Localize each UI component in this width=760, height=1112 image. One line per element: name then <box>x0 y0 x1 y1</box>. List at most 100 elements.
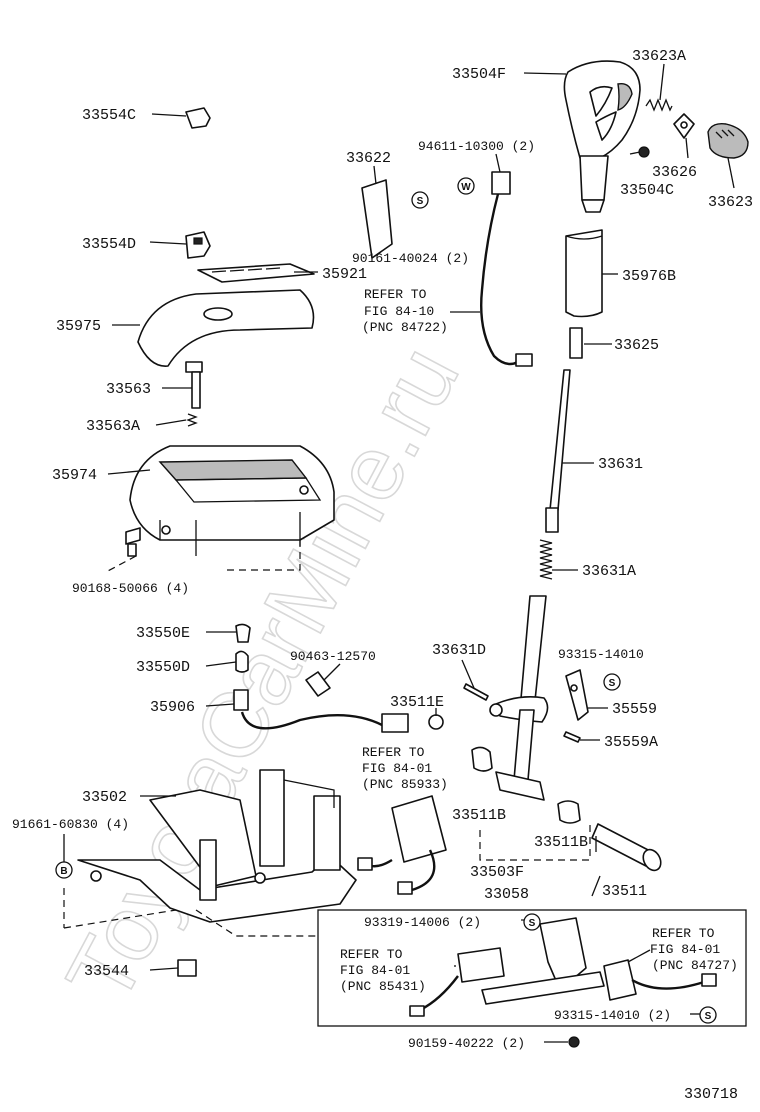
cover-33622 <box>361 179 393 259</box>
label-90168: 90168-50066 (4) <box>72 581 189 596</box>
slider-33563 <box>185 361 203 409</box>
bracket-33058 <box>481 917 605 1005</box>
svg-text:S: S <box>417 196 424 207</box>
refer-84727-line3: (PNC 84727) <box>652 958 738 973</box>
rod-33631 <box>545 369 571 533</box>
label-35906: 35906 <box>150 699 195 716</box>
bushing-33625 <box>569 327 583 359</box>
label-90161: 90161-40024 (2) <box>352 251 469 266</box>
symbol-b-91661: B <box>55 861 73 879</box>
nut-33511E <box>428 714 444 730</box>
label-33563: 33563 <box>106 381 151 398</box>
refer-84722-line3: (PNC 84722) <box>362 320 448 335</box>
socket-wire-35906 <box>233 689 409 733</box>
label-33511B-left: 33511B <box>452 807 506 824</box>
cover-35975 <box>137 289 315 367</box>
clamp-90463 <box>305 671 331 697</box>
leader-lines <box>63 63 735 1043</box>
base-bracket-33502 <box>77 769 357 923</box>
label-33623A: 33623A <box>632 48 686 65</box>
plate-35559 <box>565 669 589 721</box>
label-91661: 91661-60830 (4) <box>12 817 129 832</box>
svg-text:S: S <box>609 678 616 689</box>
refer-85431-line3: (PNC 85431) <box>340 979 426 994</box>
label-33058: 33058 <box>484 886 529 903</box>
indicator-plate-35921 <box>197 263 315 283</box>
pin-33631D <box>463 683 489 701</box>
button-33623 <box>707 122 749 159</box>
label-33502: 33502 <box>82 789 127 806</box>
symbol-s-93315a: S <box>603 673 621 691</box>
module-85933 <box>357 795 447 895</box>
bushing-33511B-right <box>557 800 581 824</box>
symbol-s-93315b: S <box>699 1006 717 1024</box>
part-labels: 33504F 33623A 33554C 33622 94611-10300 (… <box>12 48 753 1103</box>
label-33625: 33625 <box>614 337 659 354</box>
label-94611: 94611-10300 (2) <box>418 139 535 154</box>
clip-33554D <box>185 231 211 259</box>
label-33563A: 33563A <box>86 418 140 435</box>
label-33504F: 33504F <box>452 66 506 83</box>
symbol-s-93319: S <box>523 913 541 931</box>
svg-text:W: W <box>461 182 471 193</box>
bulb-33550D <box>235 650 249 673</box>
label-90463: 90463-12570 <box>290 649 376 664</box>
refer-84722-line1: REFER TO <box>364 287 427 302</box>
pin-35559A <box>563 731 581 743</box>
label-33631D: 33631D <box>432 642 486 659</box>
label-33511B-right: 33511B <box>534 834 588 851</box>
refer-85933-line2: FIG 84-01 <box>362 761 432 776</box>
label-33503F: 33503F <box>470 864 524 881</box>
spring-33623A <box>645 98 673 112</box>
label-33623: 33623 <box>708 194 753 211</box>
symbol-s-90161: S <box>411 191 429 209</box>
label-33631: 33631 <box>598 456 643 473</box>
bushing-33511B-left <box>471 746 493 772</box>
shift-lever-33503F <box>489 595 549 801</box>
label-33626: 33626 <box>652 164 697 181</box>
label-93315-14010: 93315-14010 <box>558 647 644 662</box>
label-93315-14010-2: 93315-14010 (2) <box>554 1008 671 1023</box>
spring-33631A <box>539 539 553 580</box>
symbol-w-94611: W <box>457 177 475 195</box>
label-33550E: 33550E <box>136 625 190 642</box>
label-33622: 33622 <box>346 150 391 167</box>
screw-90159 <box>568 1036 580 1048</box>
label-93319: 93319-14006 (2) <box>364 915 481 930</box>
shift-knob <box>563 60 641 213</box>
position-indicator-housing-35974 <box>129 445 335 556</box>
label-33544: 33544 <box>84 963 129 980</box>
label-33554D: 33554D <box>82 236 136 253</box>
refer-85933-line3: (PNC 85933) <box>362 777 448 792</box>
label-35976B: 35976B <box>622 268 676 285</box>
label-33631A: 33631A <box>582 563 636 580</box>
label-33550D: 33550D <box>136 659 190 676</box>
label-35975: 35975 <box>56 318 101 335</box>
sub-assembly-box <box>317 909 747 1027</box>
label-35921: 35921 <box>322 266 367 283</box>
refer-84727-line2: FIG 84-01 <box>650 942 720 957</box>
refer-85431-line2: FIG 84-01 <box>340 963 410 978</box>
label-35559: 35559 <box>612 701 657 718</box>
screw-33504C <box>629 146 650 158</box>
label-33511: 33511 <box>602 883 647 900</box>
boot-35976B <box>565 229 603 318</box>
label-35974: 35974 <box>52 467 97 484</box>
refer-84727-line1: REFER TO <box>652 926 715 941</box>
label-33511E: 33511E <box>390 694 444 711</box>
svg-text:S: S <box>705 1011 712 1022</box>
refer-85933-line1: REFER TO <box>362 745 425 760</box>
label-35559A: 35559A <box>604 734 658 751</box>
clip-33554C <box>185 107 211 129</box>
label-33554C: 33554C <box>82 107 136 124</box>
solenoid-85431 <box>409 947 505 1017</box>
switch-84727 <box>603 959 717 1001</box>
figure-number: 330718 <box>684 1086 738 1103</box>
cable-84722 <box>480 171 533 367</box>
spring-33563A <box>186 413 198 427</box>
damper-33544 <box>177 959 197 977</box>
svg-text:S: S <box>529 918 536 929</box>
bolt-90168 <box>125 527 141 557</box>
label-90159: 90159-40222 (2) <box>408 1036 525 1051</box>
